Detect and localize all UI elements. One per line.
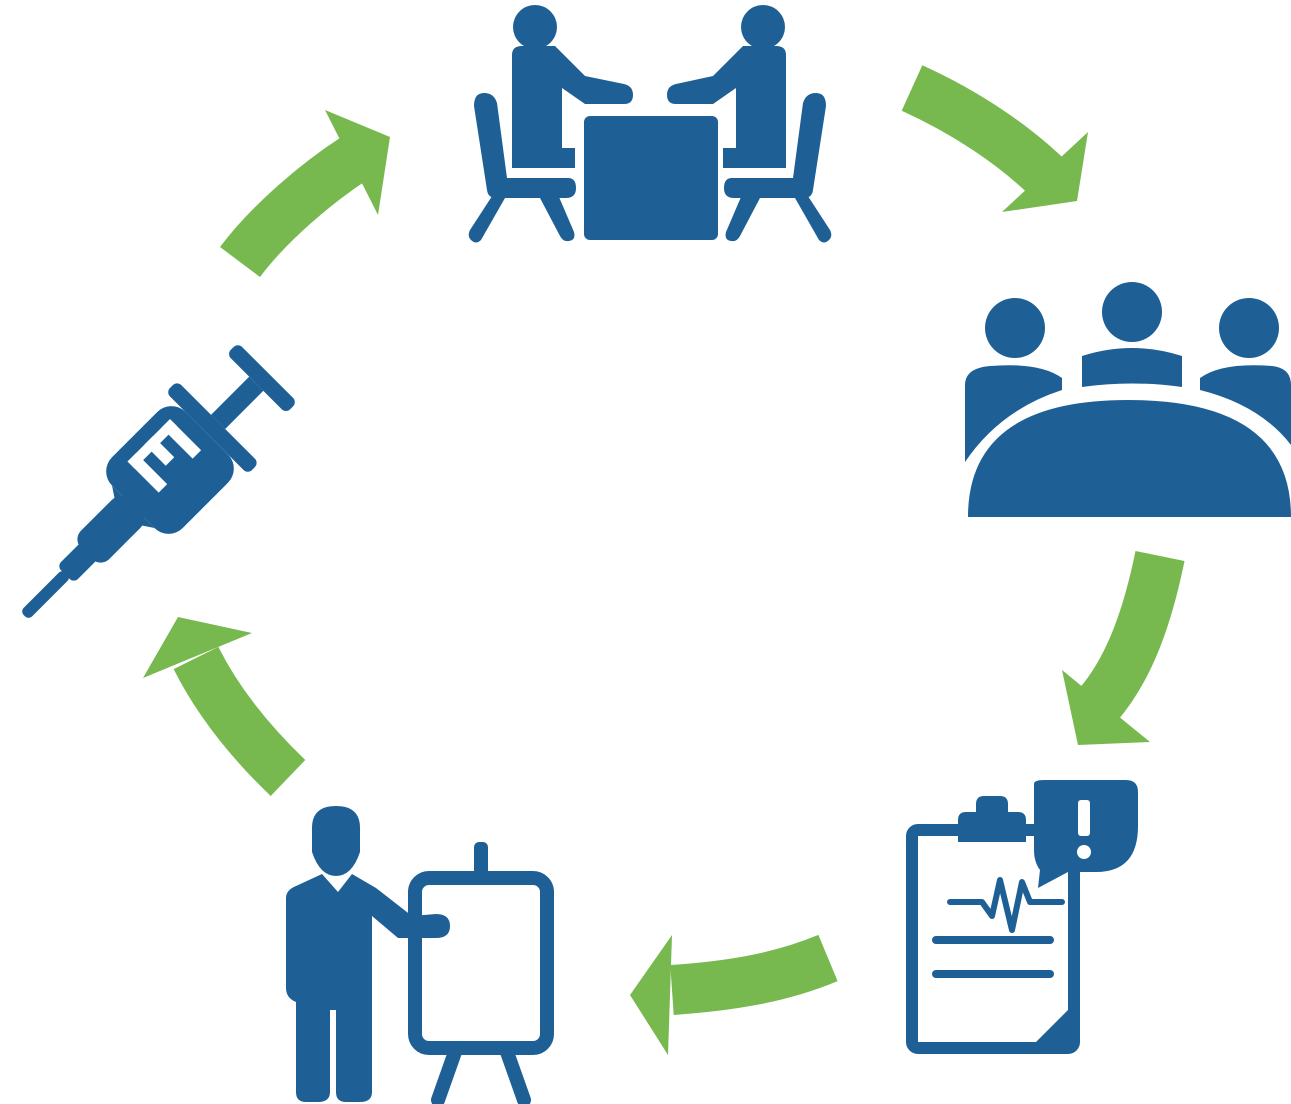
syringe-icon (22, 345, 295, 618)
arrow-meeting-to-group (901, 65, 1088, 212)
presenter-whiteboard-icon (286, 806, 554, 1104)
arrow-group-to-report (1062, 550, 1185, 745)
two-people-meeting-at-table-icon (468, 5, 832, 243)
arrow-report-to-presentation (630, 934, 838, 1055)
arrow-syringe-to-meeting (220, 110, 390, 278)
group-meeting-icon (965, 282, 1291, 517)
arrow-presentation-to-syringe (143, 617, 306, 797)
medical-clipboard-alert-icon (906, 780, 1138, 1054)
